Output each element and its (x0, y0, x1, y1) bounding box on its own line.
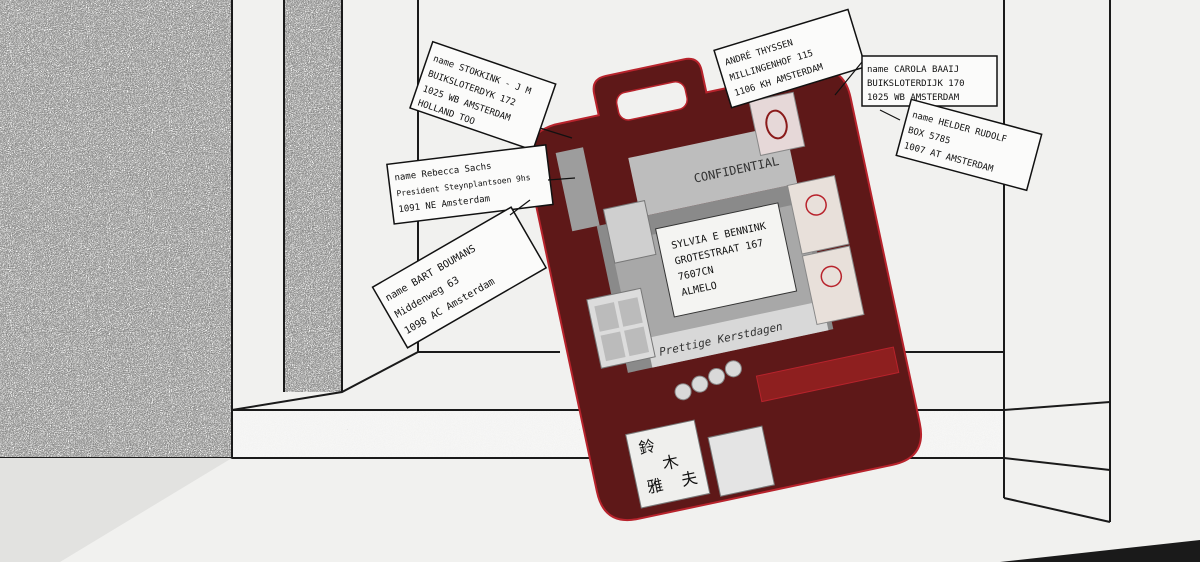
stamp-scream (748, 91, 806, 157)
stamp-bird (707, 425, 775, 497)
stamp-script-2: 木 (661, 451, 681, 473)
stamp-portrait-2 (801, 245, 865, 326)
speckled-wall-left (0, 0, 232, 458)
floor-shadow-right (1000, 540, 1200, 562)
floor-shadow (0, 458, 232, 562)
tag-sachs: name Rebecca Sachs President Steynplants… (386, 144, 554, 225)
svg-text:BUIKSLOTERDIJK 170: BUIKSLOTERDIJK 170 (867, 79, 965, 89)
stamp-small-top (602, 200, 657, 264)
tag-thyssen: ANDRÉ THYSSEN MILLINGENHOF 115 1106 KH A… (713, 8, 867, 109)
greeting-strip (646, 300, 829, 368)
tag-boumans: name BART BOUMANS Middenweg 63 1098 AC A… (371, 206, 548, 349)
collage-bag: CONFIDENTIAL SYLVIA E BENNINK GROTESTRAA… (526, 57, 922, 521)
grey-tag-strip (555, 147, 600, 232)
stamp-script-3: 雅 (645, 475, 665, 497)
round-stickers (674, 360, 742, 401)
svg-text:1025 WB AMSTERDAM: 1025 WB AMSTERDAM (867, 93, 960, 103)
stamp-script-1: 鈴 (637, 436, 657, 458)
svg-text:name CAROLA BAAIJ: name CAROLA BAAIJ (867, 65, 959, 75)
tag-baaij: name CAROLA BAAIJ BUIKSLOTERDIJK 170 102… (861, 55, 998, 107)
envelope-confidential (628, 124, 798, 217)
red-tape-strip (755, 346, 900, 403)
speckled-pillar (284, 0, 342, 392)
envelope-address-label (655, 202, 798, 318)
stamp-japanese-label (625, 419, 711, 509)
stamp-script-4: 夫 (679, 468, 699, 490)
